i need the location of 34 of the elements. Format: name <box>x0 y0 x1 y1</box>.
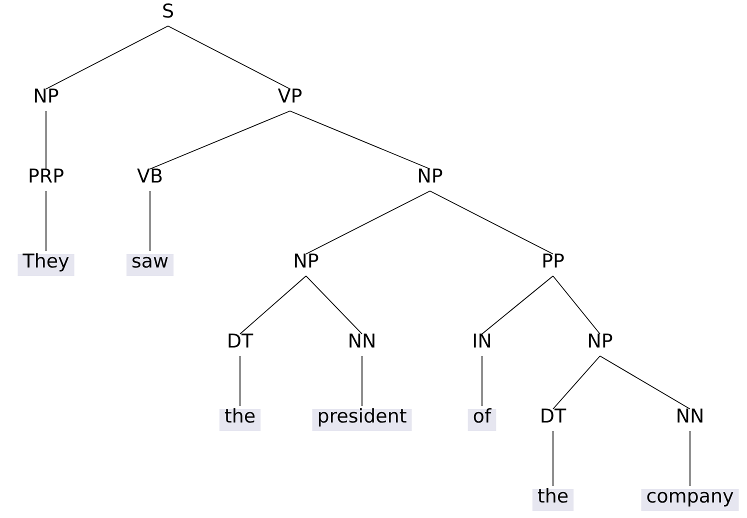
category-label: IN <box>474 334 490 348</box>
category-label: NP <box>589 334 612 348</box>
category-label: DT <box>228 334 254 348</box>
word-box: president <box>312 408 412 431</box>
tree-branch <box>290 110 430 170</box>
category-label: VP <box>278 88 302 102</box>
category-label: NP <box>35 88 58 102</box>
category-label: PRP <box>30 168 64 182</box>
tree-branch <box>600 356 690 410</box>
word-box: the <box>532 488 574 511</box>
category-label: NN <box>350 334 374 348</box>
tree-branch <box>430 190 554 254</box>
word-box: company <box>641 489 739 511</box>
category-label: DT <box>542 408 566 422</box>
tree-branch <box>240 276 306 334</box>
category-label: PP <box>543 254 564 268</box>
word-box: They <box>18 253 74 276</box>
category-label: NP <box>295 254 318 268</box>
category-label: NN <box>678 408 702 422</box>
word-box: the <box>219 408 261 431</box>
word-box: saw <box>126 254 174 276</box>
tree-branch <box>552 430 554 486</box>
tree-branch <box>46 26 168 90</box>
category-label: VB <box>137 168 162 182</box>
tree-branch <box>168 26 290 90</box>
tree-branch <box>552 276 600 334</box>
tree-branch <box>306 276 362 334</box>
word-box: of <box>468 408 496 431</box>
tree-branch <box>482 276 554 334</box>
tree-branch <box>306 190 430 254</box>
category-label: S <box>163 3 173 18</box>
category-label: NP <box>419 168 442 182</box>
tree-branch <box>552 356 600 410</box>
tree-branch <box>150 110 290 170</box>
